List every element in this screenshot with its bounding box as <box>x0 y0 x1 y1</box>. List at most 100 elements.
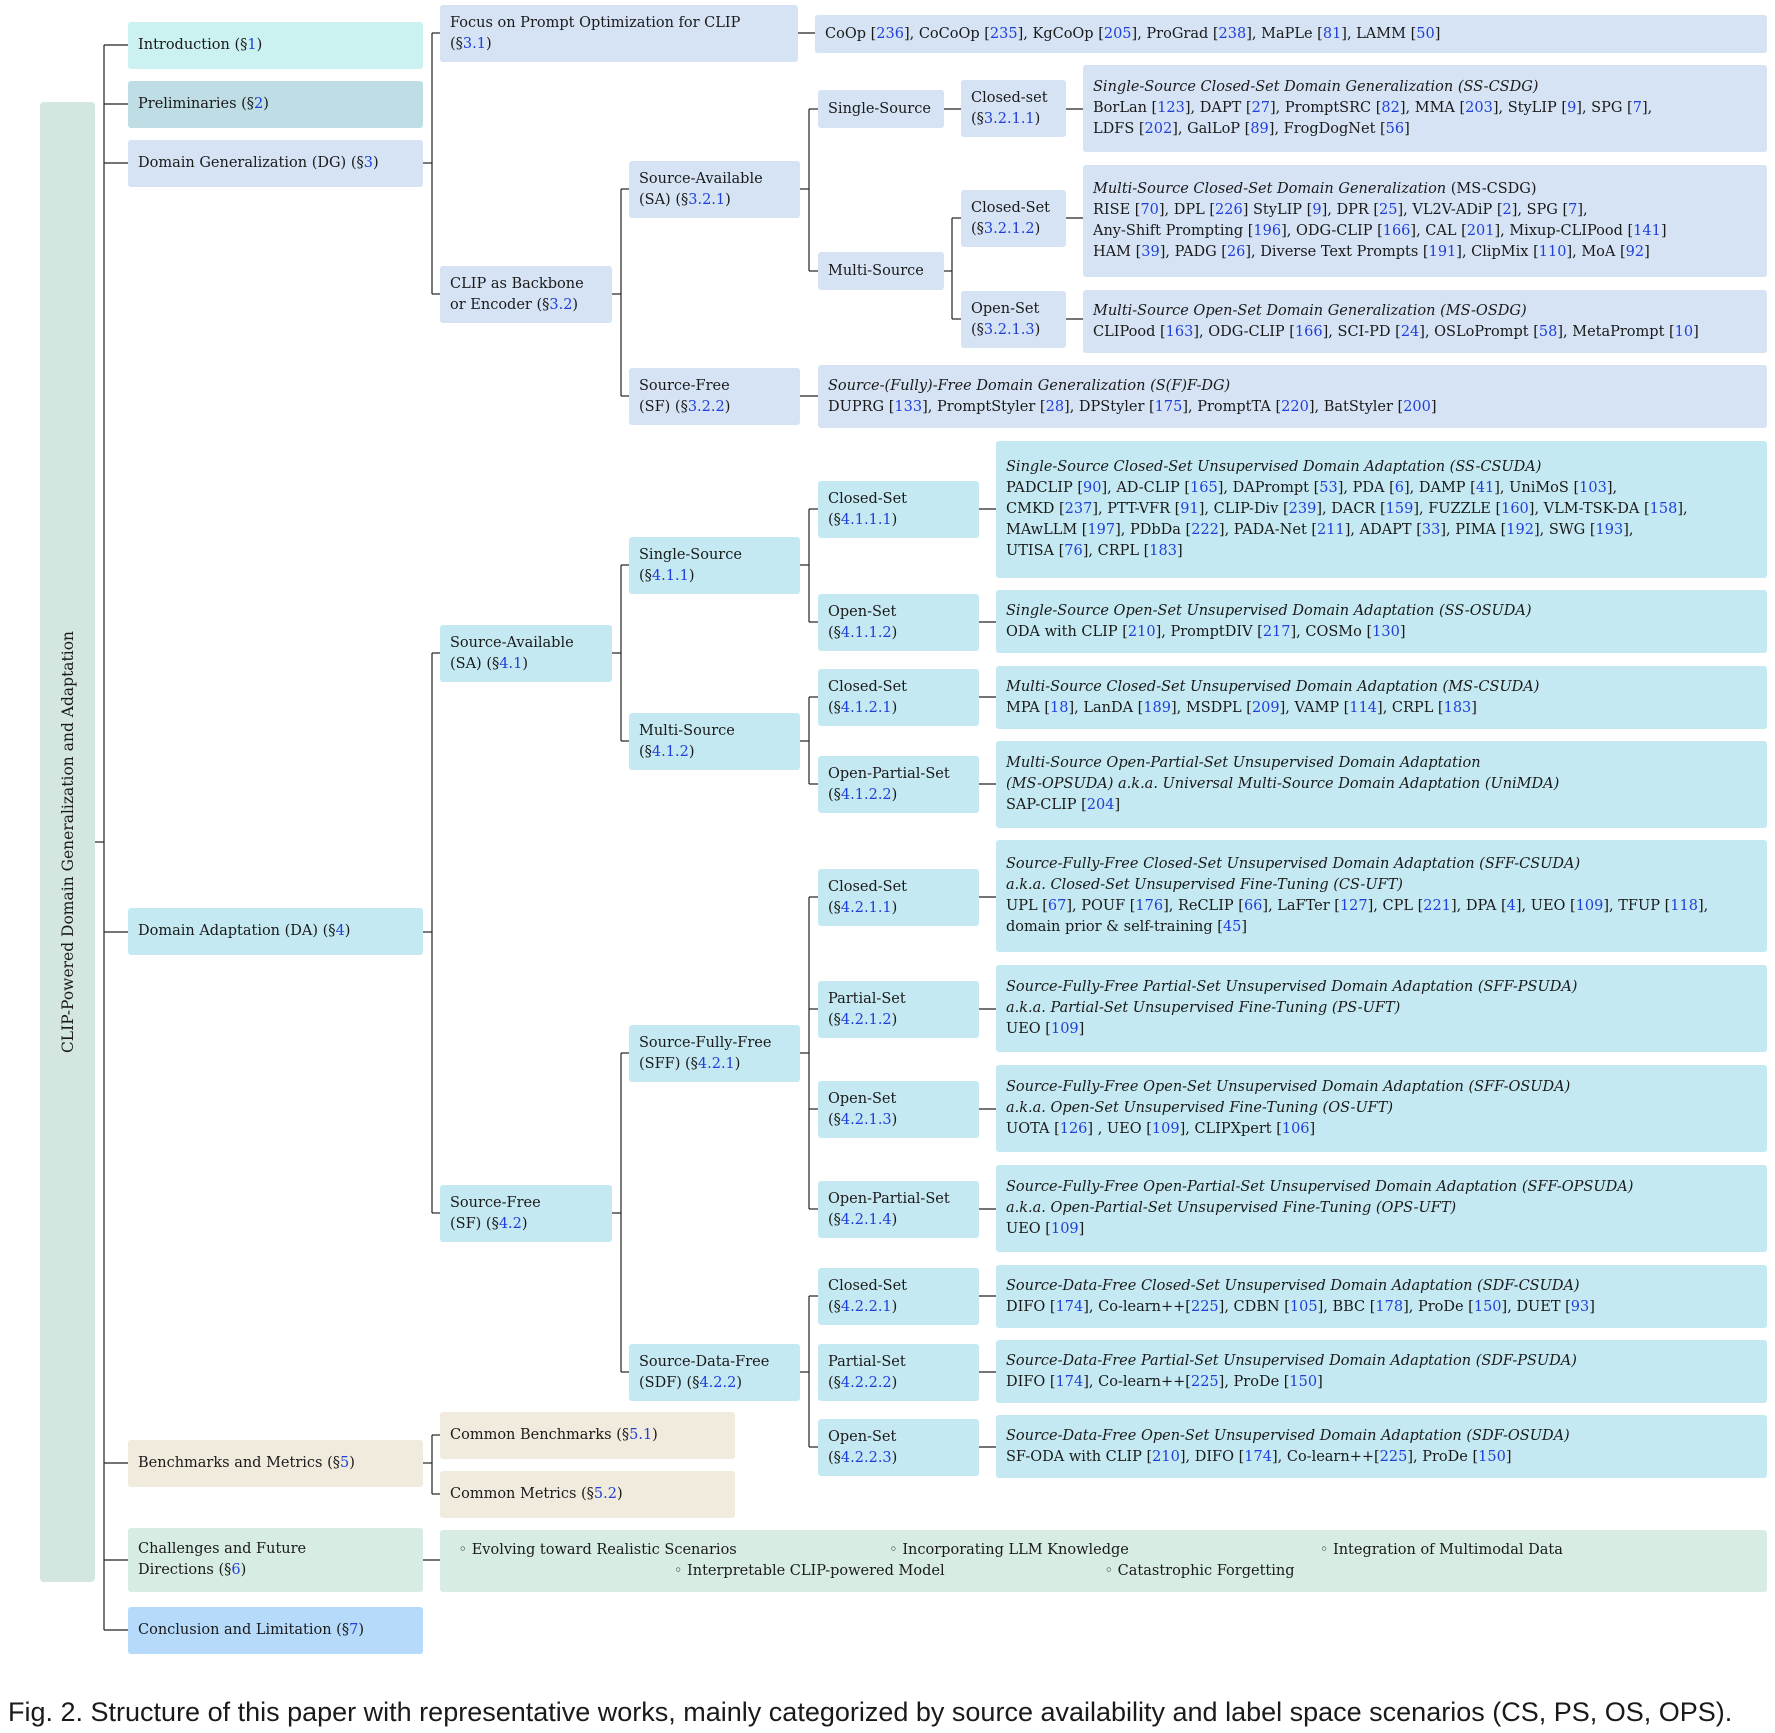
reference-link[interactable]: 127 <box>1339 898 1368 914</box>
reference-link[interactable]: 196 <box>1253 223 1282 239</box>
reference-link[interactable]: 76 <box>1064 543 1083 559</box>
reference-link[interactable]: 109 <box>1575 898 1604 914</box>
reference-link[interactable]: 90 <box>1083 480 1102 496</box>
reference-link[interactable]: 210 <box>1152 1448 1180 1465</box>
reference-link[interactable]: 5.2 <box>593 1486 617 1502</box>
reference-link[interactable]: 225 <box>1190 1298 1219 1315</box>
reference-link[interactable]: 7 <box>1632 100 1642 116</box>
reference-link[interactable]: 28 <box>1045 398 1065 415</box>
reference-link[interactable]: 236 <box>876 25 904 42</box>
reference-link[interactable]: 5.1 <box>629 1427 653 1443</box>
reference-link[interactable]: 237 <box>1064 501 1093 517</box>
reference-link[interactable]: 166 <box>1294 323 1323 340</box>
reference-link[interactable]: 150 <box>1473 1298 1502 1315</box>
reference-link[interactable]: 178 <box>1375 1298 1404 1315</box>
reference-link[interactable]: 53 <box>1319 480 1338 496</box>
reference-link[interactable]: 103 <box>1579 480 1607 496</box>
reference-link[interactable]: 92 <box>1625 244 1645 260</box>
reference-link[interactable]: 158 <box>1649 501 1678 517</box>
reference-link[interactable]: 18 <box>1050 699 1069 716</box>
reference-link[interactable]: 225 <box>1190 1373 1219 1390</box>
reference-link[interactable]: 58 <box>1538 323 1558 340</box>
reference-link[interactable]: 3.2.1 <box>688 191 726 208</box>
reference-link[interactable]: 133 <box>894 398 923 415</box>
reference-link[interactable]: 106 <box>1281 1121 1310 1137</box>
reference-link[interactable]: 238 <box>1218 25 1247 42</box>
reference-link[interactable]: 203 <box>1465 100 1493 116</box>
reference-link[interactable]: 4 <box>335 923 345 939</box>
reference-link[interactable]: 4.1.2.1 <box>840 699 892 716</box>
reference-link[interactable]: 3.2.1.1 <box>983 110 1035 127</box>
reference-link[interactable]: 159 <box>1385 501 1414 517</box>
reference-link[interactable]: 193 <box>1595 522 1624 538</box>
reference-link[interactable]: 39 <box>1141 244 1160 260</box>
reference-link[interactable]: 204 <box>1086 797 1115 813</box>
reference-link[interactable]: 175 <box>1154 398 1183 415</box>
reference-link[interactable]: 200 <box>1403 398 1431 415</box>
reference-link[interactable]: 183 <box>1443 699 1472 716</box>
reference-link[interactable]: 66 <box>1243 898 1263 914</box>
reference-link[interactable]: 25 <box>1379 202 1398 218</box>
reference-link[interactable]: 9 <box>1312 202 1322 218</box>
reference-link[interactable]: 3.1 <box>462 35 486 52</box>
reference-link[interactable]: 4 <box>1506 898 1516 914</box>
reference-link[interactable]: 3.2.1.3 <box>983 321 1035 338</box>
reference-link[interactable]: 202 <box>1144 121 1173 137</box>
reference-link[interactable]: 3.2.2 <box>687 398 725 415</box>
reference-link[interactable]: 217 <box>1262 623 1291 640</box>
reference-link[interactable]: 5 <box>339 1455 350 1471</box>
reference-link[interactable]: 205 <box>1103 25 1132 42</box>
reference-link[interactable]: 191 <box>1428 244 1457 260</box>
reference-link[interactable]: 56 <box>1385 121 1405 137</box>
reference-link[interactable]: 114 <box>1349 699 1378 716</box>
reference-link[interactable]: 221 <box>1423 898 1451 914</box>
reference-link[interactable]: 130 <box>1372 623 1400 640</box>
reference-link[interactable]: 4.1.1.1 <box>840 511 892 528</box>
reference-link[interactable]: 192 <box>1506 522 1534 538</box>
reference-link[interactable]: 201 <box>1466 223 1495 239</box>
reference-link[interactable]: 4.1.2.2 <box>840 786 892 803</box>
reference-link[interactable]: 118 <box>1670 898 1698 914</box>
reference-link[interactable]: 105 <box>1289 1298 1318 1315</box>
reference-link[interactable]: 226 <box>1215 202 1243 218</box>
reference-link[interactable]: 1 <box>247 37 257 53</box>
reference-link[interactable]: 160 <box>1501 501 1529 517</box>
reference-link[interactable]: 9 <box>1567 100 1577 116</box>
reference-link[interactable]: 67 <box>1047 898 1067 914</box>
reference-link[interactable]: 174 <box>1244 1448 1272 1465</box>
reference-link[interactable]: 220 <box>1281 398 1309 415</box>
reference-link[interactable]: 225 <box>1379 1448 1408 1465</box>
reference-link[interactable]: 110 <box>1538 244 1567 260</box>
reference-link[interactable]: 4.2.2.1 <box>840 1298 892 1315</box>
reference-link[interactable]: 165 <box>1190 480 1218 496</box>
reference-link[interactable]: 4.2.2.2 <box>840 1374 892 1391</box>
reference-link[interactable]: 81 <box>1322 25 1342 42</box>
reference-link[interactable]: 4.2.1.4 <box>840 1211 892 1228</box>
reference-link[interactable]: 24 <box>1400 323 1420 340</box>
reference-link[interactable]: 4.2.1.1 <box>840 899 892 916</box>
reference-link[interactable]: 6 <box>231 1562 241 1578</box>
reference-link[interactable]: 7 <box>1568 202 1578 218</box>
reference-link[interactable]: 123 <box>1157 100 1185 116</box>
reference-link[interactable]: 3 <box>363 155 373 171</box>
reference-link[interactable]: 3.2 <box>549 296 573 313</box>
reference-link[interactable]: 2 <box>1502 202 1512 218</box>
reference-link[interactable]: 3.2.1.2 <box>983 220 1035 237</box>
reference-link[interactable]: 239 <box>1288 501 1317 517</box>
reference-link[interactable]: 235 <box>989 25 1018 42</box>
reference-link[interactable]: 7 <box>349 1622 359 1638</box>
reference-link[interactable]: 4.2 <box>498 1215 522 1232</box>
reference-link[interactable]: 4.2.1 <box>697 1055 735 1072</box>
reference-link[interactable]: 4.1.1.2 <box>840 624 892 641</box>
reference-link[interactable]: 45 <box>1222 919 1242 935</box>
reference-link[interactable]: 150 <box>1478 1448 1506 1465</box>
reference-link[interactable]: 166 <box>1382 223 1411 239</box>
reference-link[interactable]: 89 <box>1250 121 1269 137</box>
reference-link[interactable]: 189 <box>1143 699 1172 716</box>
reference-link[interactable]: 2 <box>254 96 264 112</box>
reference-link[interactable]: 4.2.1.3 <box>840 1111 892 1128</box>
reference-link[interactable]: 4.1.1 <box>651 567 689 584</box>
reference-link[interactable]: 26 <box>1226 244 1246 260</box>
reference-link[interactable]: 41 <box>1475 480 1495 496</box>
reference-link[interactable]: 210 <box>1127 623 1156 640</box>
